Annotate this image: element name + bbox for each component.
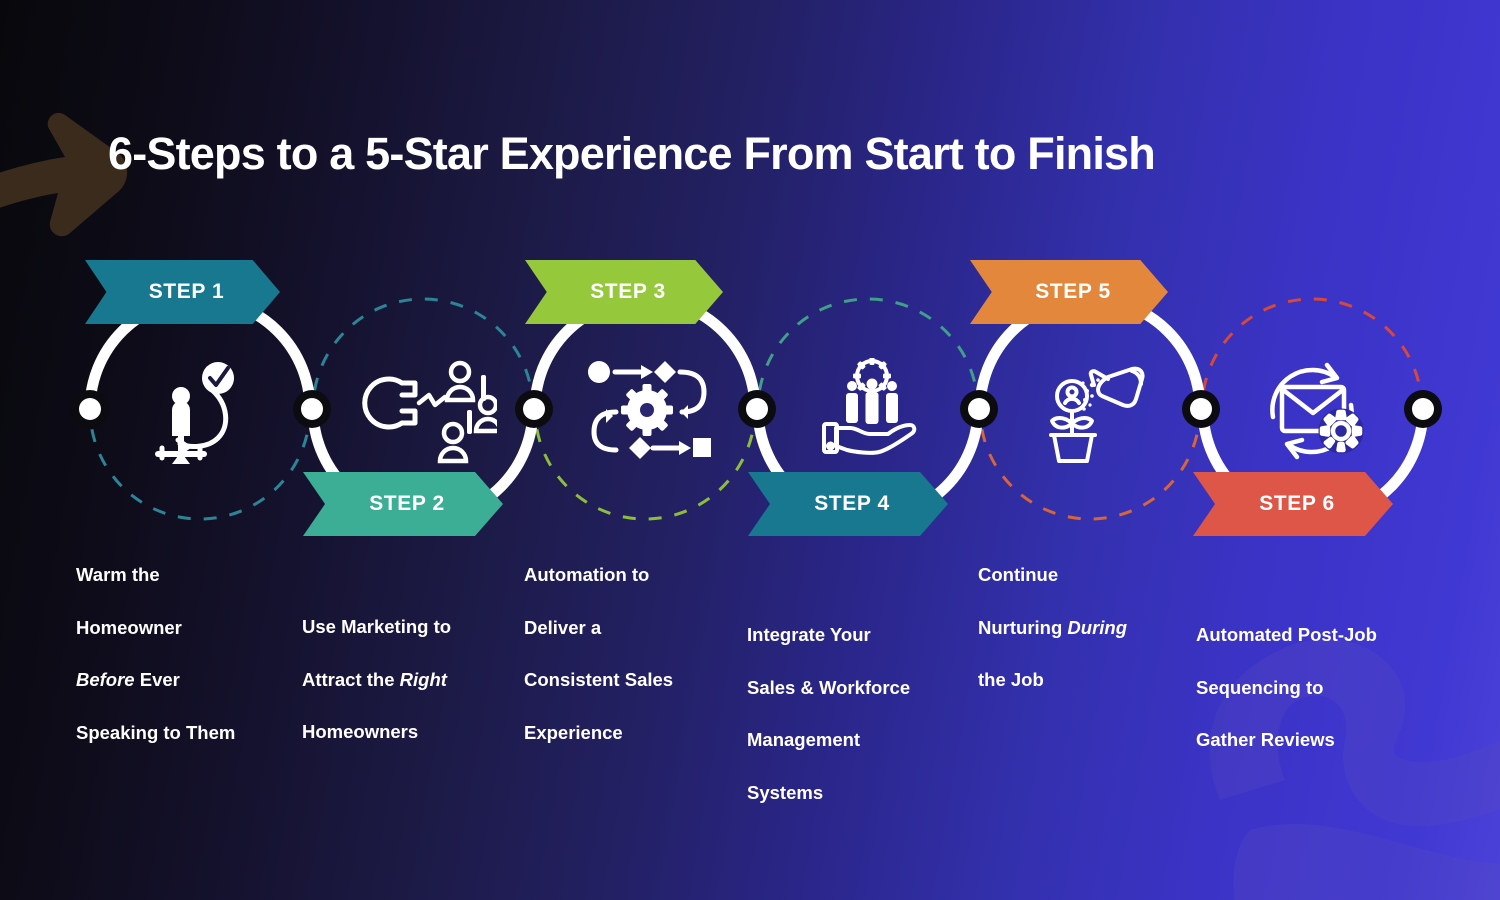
caption-line-rest: Nurturing: [978, 616, 1068, 638]
step-banner-label: STEP 2: [369, 492, 445, 515]
automation-workflow-gear-icon: [588, 361, 711, 459]
caption-line: Speaking to Them: [76, 721, 236, 743]
step-banner-5[interactable]: STEP 5: [970, 260, 1168, 324]
caption-line: Homeowners: [302, 721, 419, 743]
caption-line: Gather Reviews: [1196, 729, 1335, 751]
growing-plant-watering-can-icon: [1049, 366, 1145, 463]
caption-line-rest: Attract the: [302, 668, 400, 690]
step-banner-label: STEP 5: [1035, 280, 1111, 303]
step-banner-label: STEP 3: [590, 280, 666, 303]
caption-emphasis: Before: [76, 669, 135, 691]
step-caption-6: Automated Post-Job Sequencing to Gather …: [1196, 596, 1426, 754]
caption-line: Deliver a: [524, 616, 602, 638]
step-banner-6[interactable]: STEP 6: [1193, 472, 1393, 536]
caption-line: Continue: [978, 564, 1059, 586]
step-banner-2[interactable]: STEP 2: [303, 472, 503, 536]
caption-line: the Job: [978, 669, 1044, 691]
node-dot-6: [1182, 390, 1220, 428]
caption-emphasis: Right: [399, 668, 447, 690]
step-banner-label: STEP 1: [148, 280, 225, 303]
caption-emphasis: During: [1067, 616, 1128, 638]
caption-line: Consistent Sales: [524, 669, 674, 691]
step-caption-5: Continue Nurturing During the Job: [978, 536, 1193, 694]
caption-line: Use Marketing to: [302, 616, 452, 638]
caption-line: Homeowner: [76, 616, 182, 638]
caption-line: Sequencing to: [1196, 676, 1324, 698]
caption-line: Sales & Workforce: [747, 676, 911, 698]
node-dot-1: [71, 390, 109, 428]
step-banner-label: STEP 6: [1259, 492, 1335, 515]
step-caption-3: Automation to Deliver a Consistent Sales…: [524, 536, 734, 746]
step-banner-label: STEP 4: [814, 492, 890, 515]
caption-line: Systems: [747, 781, 824, 803]
node-dot-3: [515, 390, 553, 428]
step-banner-4[interactable]: STEP 4: [748, 472, 948, 536]
node-dot-4: [738, 390, 776, 428]
step-banner-1[interactable]: STEP 1: [85, 260, 280, 324]
step-banner-3[interactable]: STEP 3: [525, 260, 723, 324]
caption-line: Management: [747, 729, 861, 751]
caption-line-rest: Ever: [139, 669, 180, 691]
email-automation-gear-icon: [1270, 362, 1364, 460]
node-dot-5: [960, 390, 998, 428]
caption-line: Integrate Your: [747, 624, 871, 646]
step-caption-4: Integrate Your Sales & Workforce Managem…: [747, 596, 962, 806]
caption-line: Automated Post-Job: [1196, 624, 1377, 646]
person-with-checkmark-icon: [155, 362, 234, 464]
magnet-attracting-people-icon: [362, 360, 497, 464]
node-dot-2: [293, 390, 331, 428]
caption-line: Experience: [524, 721, 623, 743]
caption-line: Warm the: [76, 564, 160, 586]
hand-holding-people-gear-icon: [822, 358, 917, 455]
step-caption-1: Warm the Homeowner Before Ever Speaking …: [76, 536, 281, 746]
node-dot-7: [1404, 390, 1442, 428]
page-title: 6-Steps to a 5-Star Experience From Star…: [108, 128, 1156, 179]
caption-line: Automation to: [524, 564, 650, 586]
step-caption-2: Use Marketing to Attract the Right Homeo…: [302, 588, 512, 746]
